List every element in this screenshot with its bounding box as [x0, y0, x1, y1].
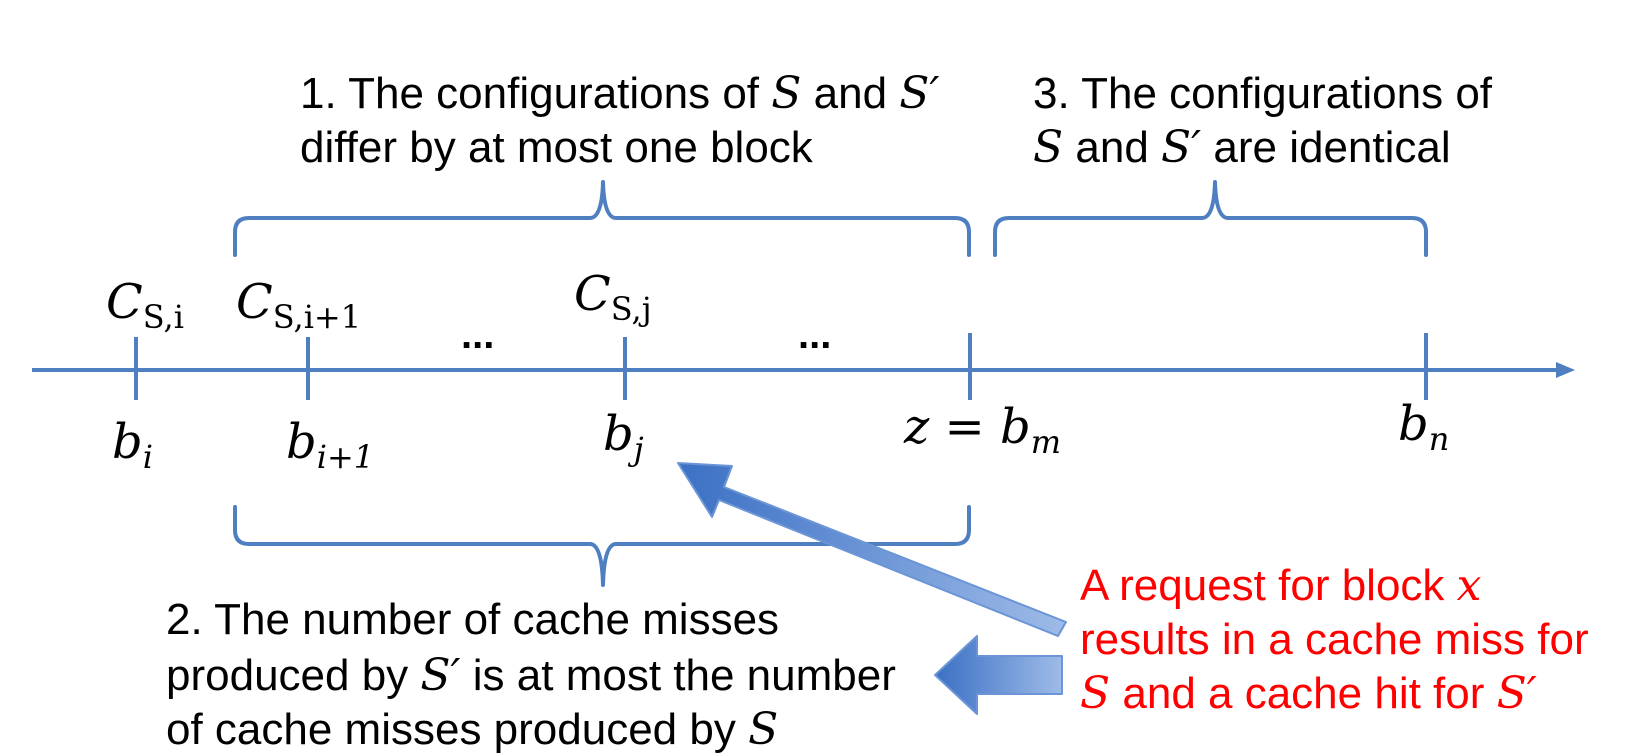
label-b-i1: bi+1	[286, 414, 374, 476]
label-z-b-m: z = bm	[903, 399, 1061, 461]
arrow-to-bj	[677, 462, 1067, 637]
annotation-1-symbol-s-prime: S′	[899, 68, 939, 119]
brace-top-right	[993, 180, 1428, 257]
annotation-1-line2: differ by at most one block	[300, 123, 814, 172]
label-b-m-base: b	[1000, 399, 1031, 455]
annotation-3-symbol-s: S	[1033, 122, 1063, 173]
label-c-s-i1-sub: S,i+1	[273, 298, 361, 336]
label-b-i: bi	[112, 414, 153, 476]
annotation-2-line3: of cache misses produced by S	[166, 704, 778, 755]
annotation-2-line1: 2. The number of cache misses	[166, 595, 779, 644]
label-b-i-sub: i	[143, 438, 153, 476]
brace-top-left	[233, 180, 971, 257]
timeline-arrowhead	[1556, 362, 1575, 378]
annotation-3-line2-post: are identical	[1201, 123, 1450, 172]
annotation-3-symbol-s-prime: S′	[1161, 122, 1201, 173]
label-c-s-j-sub: S,j	[611, 290, 652, 328]
arrow-to-annotation-2	[934, 635, 1063, 715]
request-symbol-s: S	[1080, 668, 1110, 719]
label-b-i1-sub: i+1	[317, 438, 374, 476]
label-c-s-i1: CS,i+1	[236, 274, 361, 336]
label-c-s-i: CS,i	[106, 274, 184, 336]
annotation-3-and: and	[1063, 123, 1161, 172]
annotation-2-symbol-s: S	[748, 704, 778, 755]
label-b-i-base: b	[112, 414, 143, 470]
label-b-m-sub: m	[1031, 423, 1061, 461]
request-line3: S and a cache hit for S′	[1080, 668, 1537, 719]
annotation-3: S and S′ are identical	[1033, 122, 1451, 173]
label-c-s-j: CS,j	[574, 266, 652, 328]
request-line1: A request for block x	[1080, 560, 1482, 611]
label-z-prefix: z =	[903, 399, 1000, 455]
label-c-s-i-base: C	[106, 274, 143, 330]
label-c-s-i1-base: C	[236, 274, 273, 330]
ellipsis-1: ...	[461, 313, 494, 357]
annotation-2-line2-post: is at most the number	[461, 651, 896, 700]
label-b-n: bn	[1398, 396, 1449, 458]
label-b-n-base: b	[1398, 396, 1429, 452]
annotation-3-line1: 3. The configurations of	[1033, 69, 1493, 118]
request-symbol-x: x	[1457, 560, 1482, 611]
annotation-2-line3-pre: of cache misses produced by	[166, 705, 748, 754]
request-line3-mid: and a cache hit for	[1110, 669, 1496, 718]
annotation-2-line2: produced by S′ is at most the number	[166, 650, 896, 701]
request-symbol-s-prime: S′	[1497, 668, 1537, 719]
ellipsis-2: ...	[798, 313, 831, 357]
annotation-2-symbol-s-prime: S′	[420, 650, 460, 701]
request-line2: results in a cache miss for	[1080, 615, 1589, 664]
brace-bottom	[233, 505, 971, 587]
label-b-j: bj	[603, 406, 644, 468]
label-b-i1-base: b	[286, 414, 317, 470]
label-b-j-base: b	[603, 406, 634, 462]
annotation-1-symbol-s: S	[771, 68, 801, 119]
label-c-s-i-sub: S,i	[143, 298, 184, 336]
annotation-1: 1. The configurations of S and S′	[300, 68, 939, 119]
annotation-1-line1-pre: 1. The configurations of	[300, 69, 771, 118]
annotation-2-line2-pre: produced by	[166, 651, 420, 700]
annotation-1-and: and	[801, 69, 899, 118]
request-line1-pre: A request for block	[1080, 561, 1457, 610]
label-b-n-sub: n	[1429, 420, 1450, 458]
label-c-s-j-base: C	[574, 266, 611, 322]
